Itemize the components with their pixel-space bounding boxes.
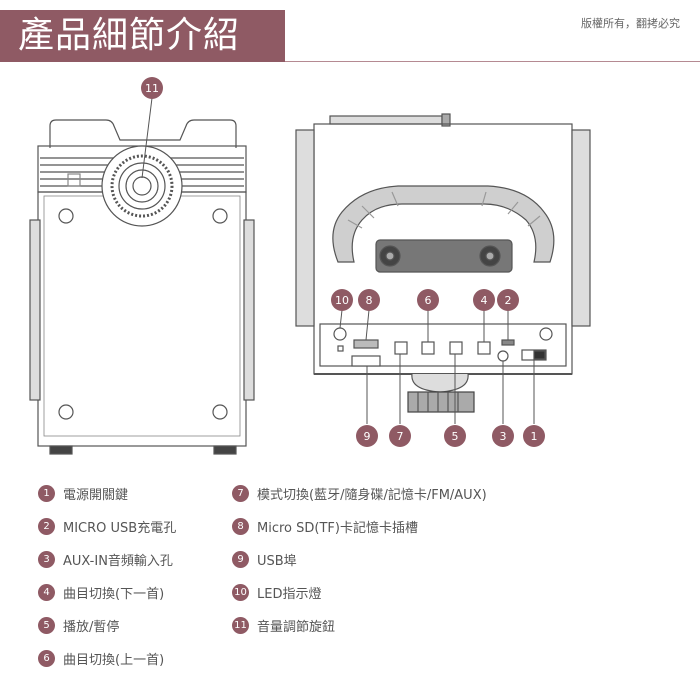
legend-item-3: 3 AUX-IN音頻輸入孔 [38, 548, 173, 570]
svg-text:5: 5 [452, 430, 459, 443]
front-view [29, 97, 255, 455]
svg-text:6: 6 [425, 294, 432, 307]
svg-text:4: 4 [481, 294, 488, 307]
legend-item-4: 4 曲目切換(下一首) [38, 581, 164, 603]
legend-number: 2 [38, 517, 55, 535]
svg-text:2: 2 [505, 294, 512, 307]
legend-label: USB埠 [257, 553, 297, 569]
legend-item-10: 10 LED指示燈 [232, 581, 321, 603]
legend-number: 9 [232, 550, 249, 568]
callout-11: 11 [141, 77, 163, 99]
legend-number: 11 [232, 616, 249, 634]
product-diagram: 11 10 8 6 4 2 9 7 5 3 1 [29, 77, 591, 455]
copyright-notice: 版權所有，翻拷必究 [581, 17, 680, 30]
legend-item-2: 2 MICRO USB充電孔 [38, 515, 176, 537]
callout-4: 4 [473, 289, 495, 311]
callout-5: 5 [444, 425, 466, 447]
legend-number: 10 [232, 583, 249, 601]
legend-number: 4 [38, 583, 55, 601]
callout-3: 3 [492, 425, 514, 447]
legend-label: Micro SD(TF)卡記憶卡插槽 [257, 520, 418, 536]
legend-number: 1 [38, 484, 55, 502]
legend-label: AUX-IN音頻輸入孔 [63, 553, 173, 569]
legend-item-1: 1 電源開關鍵 [38, 482, 128, 504]
legend-item-5: 5 播放/暫停 [38, 614, 119, 636]
legend-label: LED指示燈 [257, 586, 322, 602]
svg-text:3: 3 [500, 430, 507, 443]
back-left-panel [295, 129, 315, 327]
callout-2: 2 [497, 289, 519, 311]
legend-label: 音量調節旋鈕 [257, 619, 336, 635]
callout-10: 10 [331, 289, 353, 311]
back-view [295, 113, 591, 424]
parts-legend: 1 電源開關鍵 2 MICRO USB充電孔 3 AUX-IN音頻輸入孔 4 曲… [0, 478, 700, 678]
legend-number: 5 [38, 616, 55, 634]
legend-number: 8 [232, 517, 249, 535]
legend-label: 模式切換(藍牙/隨身碟/記憶卡/FM/AUX) [257, 487, 487, 503]
legend-number: 3 [38, 550, 55, 568]
antenna [329, 115, 443, 125]
front-foot-left [49, 445, 73, 455]
front-right-panel [243, 219, 255, 401]
svg-text:7: 7 [397, 430, 404, 443]
front-handle [49, 119, 237, 148]
legend-label: MICRO USB充電孔 [63, 520, 177, 536]
page-title: 產品細節介紹 [18, 15, 241, 56]
svg-text:11: 11 [145, 82, 159, 95]
legend-label: 曲目切換(下一首) [63, 586, 165, 602]
handle-base [375, 239, 513, 273]
volume-knob [101, 145, 183, 227]
legend-label: 曲目切換(上一首) [63, 652, 165, 668]
title-banner: 產品細節介紹 [0, 10, 285, 62]
front-left-panel [29, 219, 41, 401]
svg-text:1: 1 [531, 430, 538, 443]
callout-1: 1 [523, 425, 545, 447]
legend-item-8: 8 Micro SD(TF)卡記憶卡插槽 [232, 515, 418, 537]
legend-label: 電源開關鍵 [63, 487, 129, 503]
svg-text:8: 8 [366, 294, 373, 307]
legend-item-11: 11 音量調節旋鈕 [232, 614, 335, 636]
back-handle [332, 185, 555, 263]
callout-9: 9 [356, 425, 378, 447]
bottom-knob [411, 373, 469, 393]
svg-text:10: 10 [335, 294, 349, 307]
control-panel [319, 323, 567, 367]
back-right-panel [571, 129, 591, 327]
header-divider [285, 61, 700, 62]
callout-7: 7 [389, 425, 411, 447]
legend-number: 7 [232, 484, 249, 502]
callout-8: 8 [358, 289, 380, 311]
legend-number: 6 [38, 649, 55, 667]
front-foot-right [213, 445, 237, 455]
callout-6: 6 [417, 289, 439, 311]
legend-item-6: 6 曲目切換(上一首) [38, 647, 164, 669]
legend-item-9: 9 USB埠 [232, 548, 297, 570]
svg-text:9: 9 [364, 430, 371, 443]
legend-item-7: 7 模式切換(藍牙/隨身碟/記憶卡/FM/AUX) [232, 482, 487, 504]
legend-label: 播放/暫停 [63, 619, 120, 635]
